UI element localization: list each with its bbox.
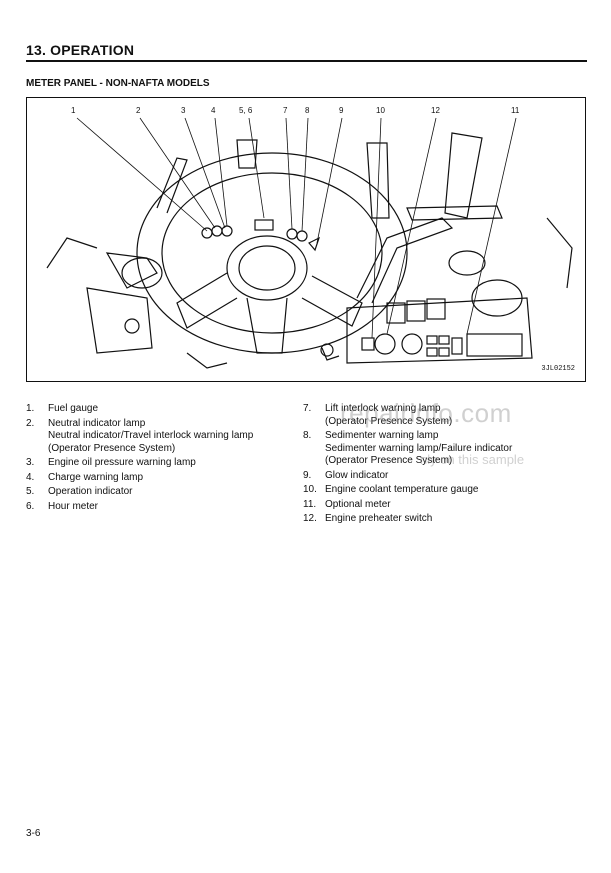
callout-1: 1 (71, 106, 76, 115)
legend-item: 10.Engine coolant temperature gauge (303, 484, 479, 495)
legend-item: 9.Glow indicator (303, 469, 389, 481)
page-number: 3-6 (26, 828, 41, 839)
callout-7: 7 (283, 106, 288, 115)
section-title: 13. OPERATION (26, 42, 135, 58)
legend-item: 3.Engine oil pressure warning lamp (26, 457, 196, 468)
callout-8: 8 (305, 106, 310, 115)
callout-2: 2 (136, 106, 141, 115)
legend-item: 11.Optional meter (303, 498, 391, 510)
legend-item: 7.Lift interlock warning lamp(Operator P… (303, 403, 453, 427)
callout-11: 11 (511, 106, 520, 115)
subsection-title: METER PANEL - NON-NAFTA MODELS (26, 78, 210, 89)
callout-3: 3 (181, 106, 186, 115)
legend-right: 7.Lift interlock warning lamp(Operator P… (303, 403, 593, 528)
watermark: repairinfo.com (340, 398, 512, 428)
callout-4: 4 (211, 106, 216, 115)
callout-9: 9 (339, 106, 344, 115)
figure-code: 3JL02152 (541, 365, 575, 373)
legend-item: 5.Operation indicator (26, 486, 133, 497)
legend-item: 6.Hour meter (26, 500, 99, 512)
callout-12: 12 (431, 106, 440, 115)
legend-item: 12.Engine preheater switch (303, 513, 433, 524)
callout-5-6: 5, 6 (239, 106, 253, 115)
callout-10: 10 (376, 106, 385, 115)
meter-panel-illustration (46, 117, 573, 369)
title-rule (26, 60, 587, 62)
meter-panel-figure: 1 2 3 4 5, 6 7 8 9 10 12 11 3JL02152 (26, 97, 586, 382)
legend-item: 4.Charge warning lamp (26, 471, 144, 483)
legend-item: 1.Fuel gauge (26, 403, 99, 414)
watermark-sub: nly on this sample (420, 452, 525, 467)
